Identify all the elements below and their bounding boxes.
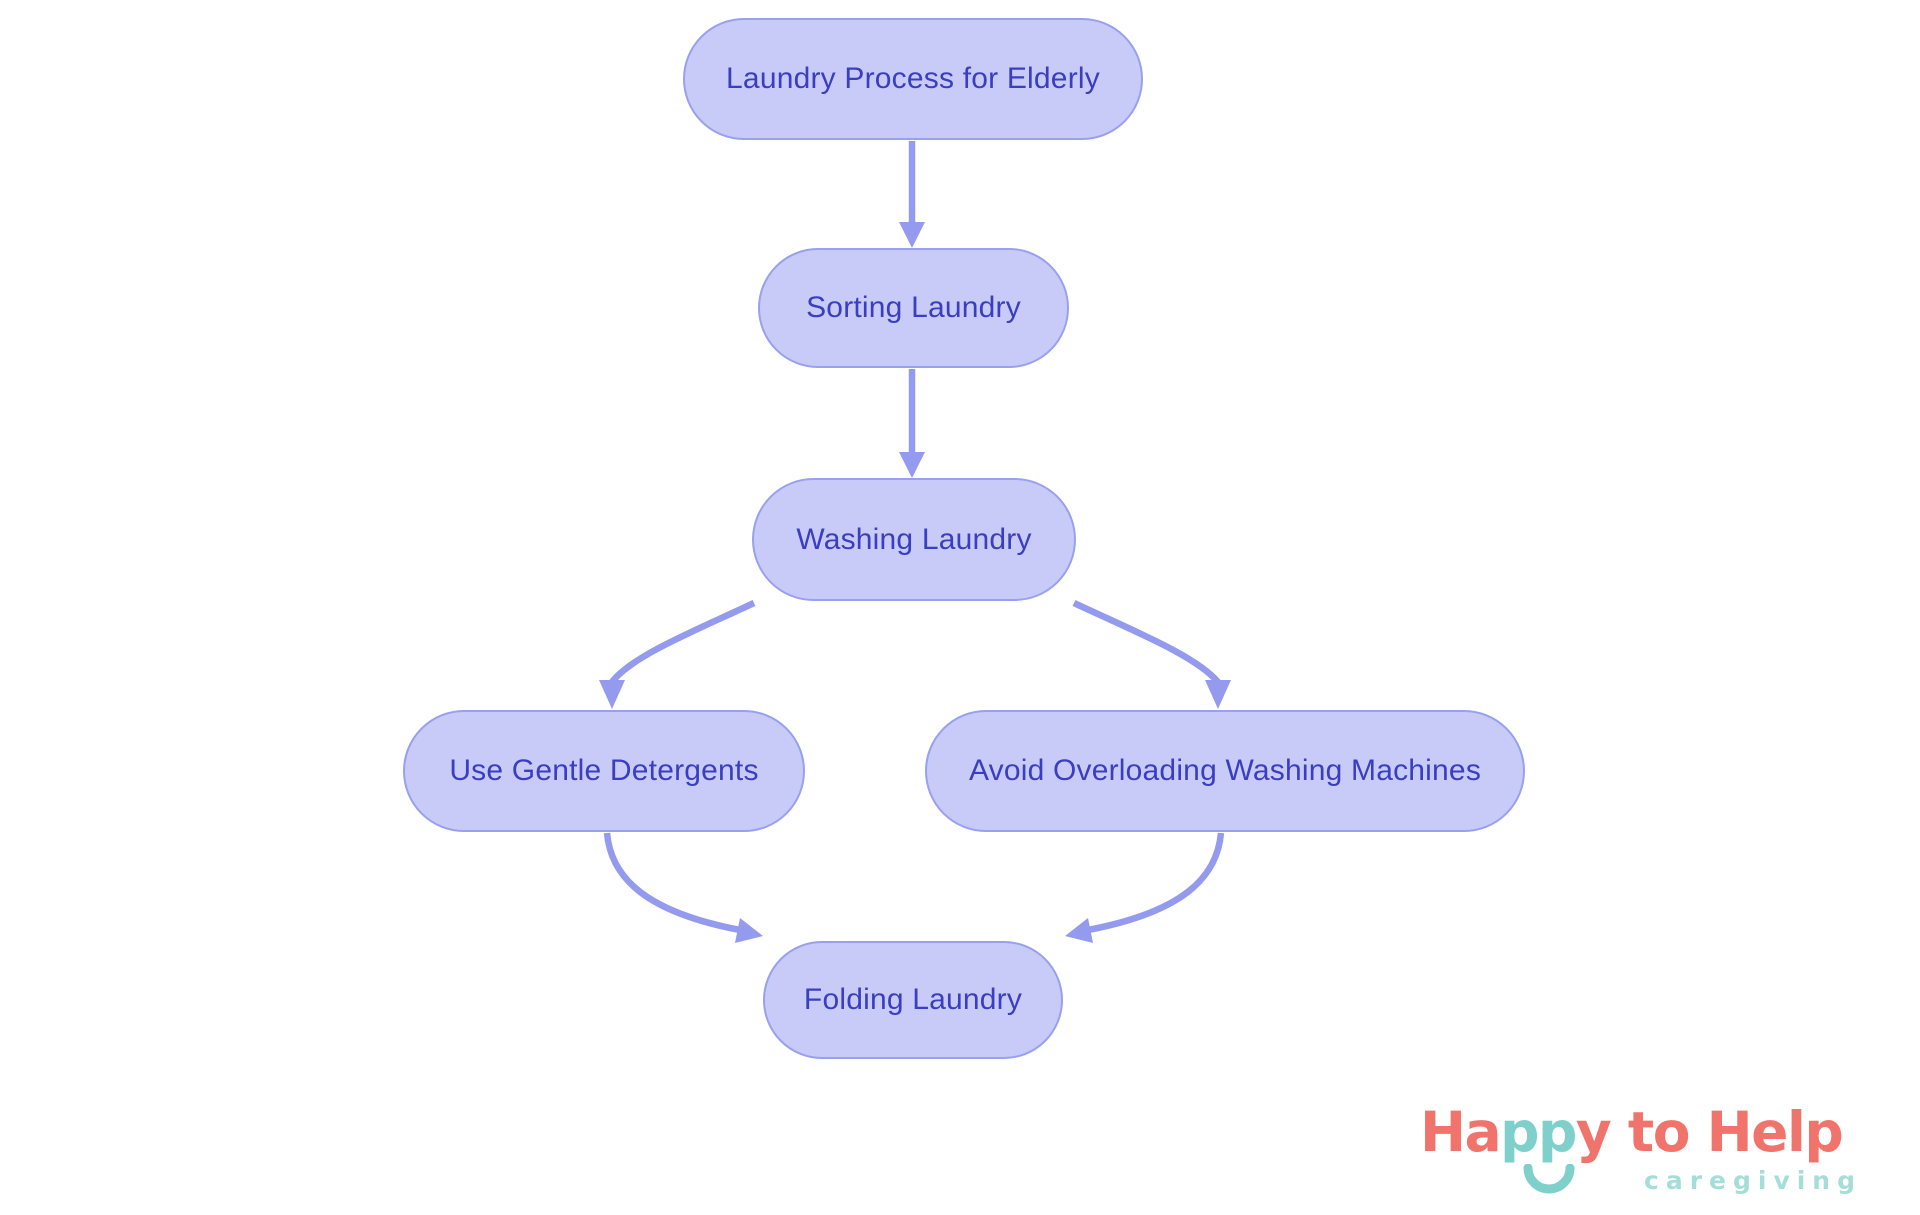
node-avoid-overloading-washing-machines: Avoid Overloading Washing Machines [925, 710, 1525, 832]
node-label: Sorting Laundry [806, 291, 1021, 324]
arrow-sorting-to-washing [899, 369, 925, 478]
arrow-washing-to-detergents [599, 600, 756, 709]
smile-icon [1523, 1164, 1575, 1194]
happy-to-help-logo: Happy to Help caregiving [1420, 1102, 1890, 1212]
logo-segment-y-to-help: y to Help [1575, 1100, 1844, 1164]
node-label: Folding Laundry [803, 983, 1023, 1016]
logo-wordmark: Happy to Help [1420, 1100, 1844, 1164]
arrow-title-to-sorting [899, 141, 925, 248]
logo-segment-ha: Ha [1420, 1100, 1502, 1164]
arrow-detergents-to-folding [603, 832, 763, 943]
node-label: Use Gentle Detergents [449, 754, 759, 787]
node-label: Washing Laundry [796, 522, 1032, 556]
arrow-overloading-to-folding [1065, 832, 1225, 943]
logo-tagline: caregiving [1644, 1166, 1862, 1195]
logo-segment-pp: pp [1500, 1100, 1577, 1164]
node-label: Laundry Process for Elderly [726, 62, 1100, 95]
node-laundry-process-for-elderly: Laundry Process for Elderly [683, 18, 1143, 140]
node-folding-laundry: Folding Laundry [763, 941, 1063, 1059]
node-label: Avoid Overloading Washing Machines [968, 754, 1482, 787]
node-sorting-laundry: Sorting Laundry [758, 248, 1069, 368]
node-use-gentle-detergents: Use Gentle Detergents [403, 710, 805, 832]
node-washing-laundry: Washing Laundry [752, 478, 1076, 601]
arrow-washing-to-overloading [1072, 600, 1231, 709]
